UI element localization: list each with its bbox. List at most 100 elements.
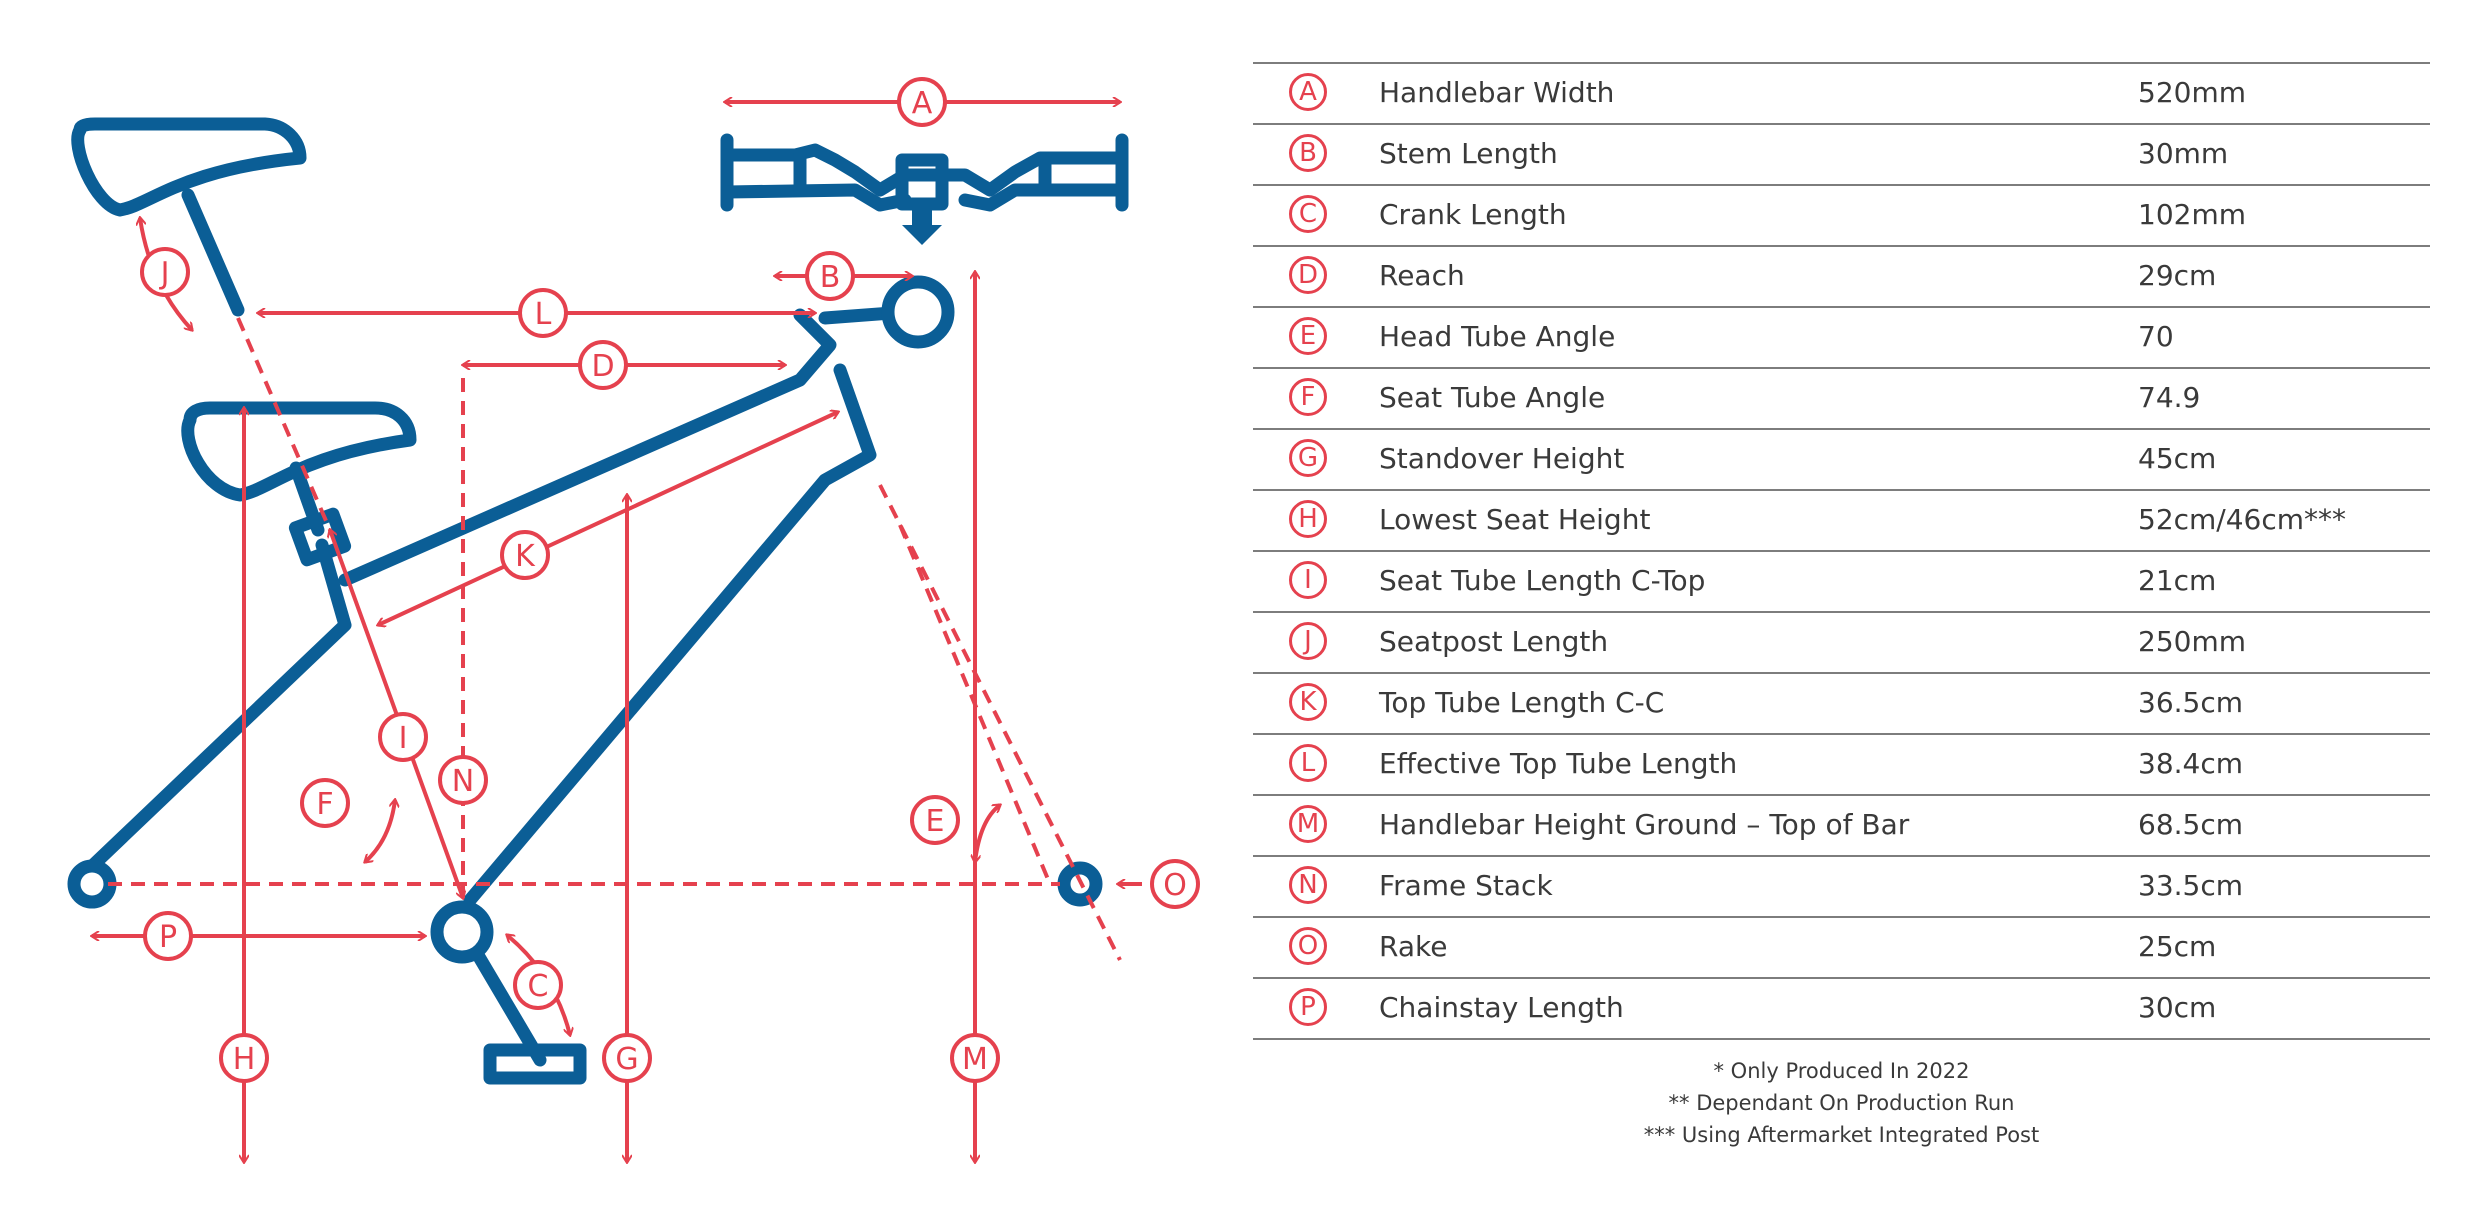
diagram-badge-letter: H <box>233 1042 256 1077</box>
upper-seatpost <box>181 188 245 317</box>
diagram-badge-letter: I <box>399 721 408 756</box>
spec-letter-badge: J <box>1289 622 1327 660</box>
spec-label: Head Tube Angle <box>1379 320 1616 353</box>
spec-value: 30cm <box>2138 991 2217 1024</box>
spec-letter-badge: A <box>1289 73 1327 111</box>
spec-letter-badge: K <box>1289 683 1327 721</box>
spec-label: Chainstay Length <box>1379 991 1624 1024</box>
spec-row-o: O Rake 25cm <box>1253 916 2430 977</box>
spec-label: Seatpost Length <box>1379 625 1609 658</box>
diagram-badge-letter: B <box>820 260 841 295</box>
diagram-badge-m: M <box>950 1033 1000 1083</box>
down-tube <box>463 363 877 907</box>
diagram-badge-f: F <box>300 778 350 828</box>
diagram-badge-letter: K <box>515 539 536 574</box>
spec-value: 52cm/46cm*** <box>2138 503 2347 536</box>
lower-saddle <box>181 401 417 502</box>
footnotes: * Only Produced In 2022 ** Dependant On … <box>1253 1055 2430 1151</box>
diagram-badge-letter: J <box>159 256 170 291</box>
diagram-badge-letter: A <box>912 86 933 121</box>
spec-row-m: M Handlebar Height Ground – Top of Bar 68.… <box>1253 794 2430 855</box>
spec-label: Top Tube Length C-C <box>1379 686 1665 719</box>
pedal <box>483 1043 587 1085</box>
spec-letter-badge: E <box>1289 317 1327 355</box>
diagram-badge-n: N <box>438 755 488 805</box>
seat-tube <box>81 538 352 877</box>
frame-hubs <box>67 275 1103 964</box>
diagram-badge-letter: M <box>962 1042 988 1077</box>
diagram-badge-o: O <box>1150 859 1200 909</box>
diagram-badge-a: A <box>897 77 947 127</box>
spec-value: 45cm <box>2138 442 2217 475</box>
spec-letter-badge: D <box>1289 256 1327 294</box>
spec-value: 29cm <box>2138 259 2217 292</box>
diagram-badge-g: G <box>602 1033 652 1083</box>
spec-label: Frame Stack <box>1379 869 1553 902</box>
handlebar-bar <box>720 143 1129 197</box>
spec-label: Rake <box>1379 930 1448 963</box>
spec-letter-badge: L <box>1289 744 1327 782</box>
diagram-badge-k: K <box>500 530 550 580</box>
diagram-badge-letter: P <box>159 920 177 955</box>
spec-letter-badge: F <box>1289 378 1327 416</box>
diagram-badge-p: P <box>143 911 193 961</box>
spec-value: 36.5cm <box>2138 686 2244 719</box>
spec-value: 70 <box>2138 320 2174 353</box>
spec-row-a: A Handlebar Width 520mm <box>1253 62 2430 123</box>
diagram-badge-h: H <box>219 1033 269 1083</box>
rear-axle-circle <box>67 859 117 909</box>
bottom-bracket-circle <box>430 900 494 964</box>
handlebar-down-arrow <box>902 210 942 245</box>
spec-value: 74.9 <box>2138 381 2201 414</box>
spec-label: Handlebar Height Ground – Top of Bar <box>1379 808 1910 841</box>
spec-value: 250mm <box>2138 625 2246 658</box>
diagram-badge-b: B <box>805 251 855 301</box>
diagram-badge-letter: C <box>528 969 549 1004</box>
spec-label: Standover Height <box>1379 442 1625 475</box>
handlebar-clamp <box>895 153 949 211</box>
spec-label: Seat Tube Length C-Top <box>1379 564 1706 597</box>
spec-letter-badge: I <box>1289 561 1327 599</box>
diagram-badge-letter: F <box>316 787 333 822</box>
spec-row-e: E Head Tube Angle 70 <box>1253 306 2430 367</box>
spec-row-p: P Chainstay Length 30cm <box>1253 977 2430 1040</box>
diagram-badge-letter: L <box>535 297 552 332</box>
spec-value: 520mm <box>2138 76 2246 109</box>
bike-geometry-diagram: A B C D E F G H I J K L M N O P <box>67 77 1200 1224</box>
handlebar-bar-lower <box>720 183 912 212</box>
spec-row-d: D Reach 29cm <box>1253 245 2430 306</box>
headset-circle <box>881 275 955 349</box>
spec-value: 21cm <box>2138 564 2217 597</box>
spec-letter-badge: B <box>1289 134 1327 172</box>
diagram-badge-letter: G <box>615 1042 638 1077</box>
spec-label: Stem Length <box>1379 137 1558 170</box>
diagram-badge-d: D <box>578 340 628 390</box>
spec-letter-badge: M <box>1289 805 1327 843</box>
spec-letter-badge: O <box>1289 927 1327 965</box>
diagram-badge-letter: N <box>452 764 474 799</box>
spec-letter-badge: C <box>1289 195 1327 233</box>
diagram-badge-c: C <box>513 960 563 1010</box>
spec-row-i: I Seat Tube Length C-Top 21cm <box>1253 550 2430 611</box>
spec-letter-badge: P <box>1289 988 1327 1026</box>
spec-row-k: K Top Tube Length C-C 36.5cm <box>1253 672 2430 733</box>
handlebar-bar-lower-right <box>958 183 1129 212</box>
diagram-badge-e: E <box>910 795 960 845</box>
spec-label: Reach <box>1379 259 1465 292</box>
upper-saddle <box>71 117 307 217</box>
spec-value: 25cm <box>2138 930 2217 963</box>
spec-value: 68.5cm <box>2138 808 2244 841</box>
dimension-lines <box>92 102 1142 1162</box>
spec-letter-badge: H <box>1289 500 1327 538</box>
diagram-badge-i: I <box>378 712 428 762</box>
footnote-3: *** Using Aftermarket Integrated Post <box>1643 1123 2040 1147</box>
spec-label: Lowest Seat Height <box>1379 503 1651 536</box>
spec-value: 102mm <box>2138 198 2246 231</box>
spec-label: Handlebar Width <box>1379 76 1615 109</box>
